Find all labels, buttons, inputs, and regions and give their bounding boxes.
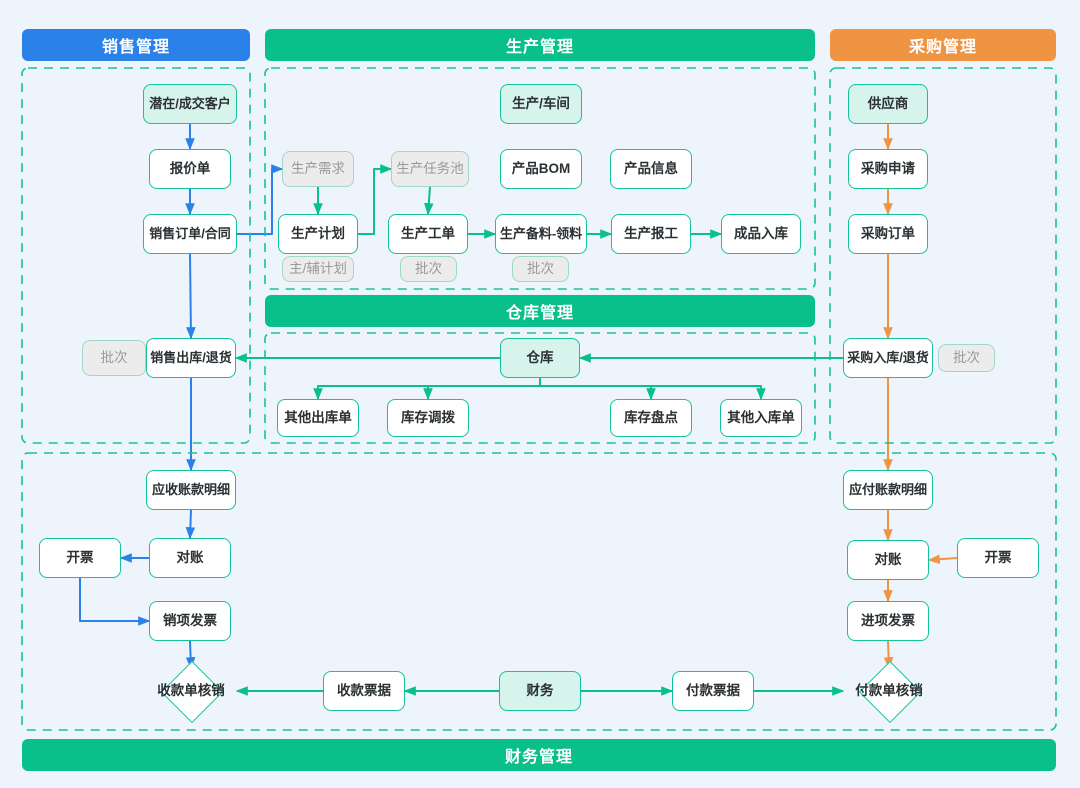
node-warehouse[interactable]: 仓库	[500, 338, 580, 378]
node-material-pick[interactable]: 生产备料-领料	[495, 214, 587, 254]
node-product-bom[interactable]: 产品BOM	[500, 149, 582, 189]
node-output-invoice[interactable]: 销项发票	[149, 601, 231, 641]
edge-plan-to-taskpool	[358, 164, 393, 235]
node-payment-writeoff[interactable]: 付款单核销	[843, 660, 935, 724]
node-input-invoice[interactable]: 进项发票	[847, 601, 929, 641]
node-receipt-writeoff[interactable]: 收款单核销	[145, 660, 237, 724]
node-work-order[interactable]: 生产工单	[388, 214, 468, 254]
section-banner-sales: 销售管理	[22, 29, 250, 61]
edge-taskpool-to-workorder	[424, 186, 434, 216]
edge-invoice-issue-to-output-invoice	[79, 578, 151, 626]
node-production-demand[interactable]: 生产需求	[282, 151, 354, 187]
edge-order-to-production-demand	[237, 164, 284, 235]
node-payable-detail[interactable]: 应付账款明细	[843, 470, 933, 510]
node-workshop[interactable]: 生产/车间	[500, 84, 582, 124]
node-work-order-batch[interactable]: 批次	[400, 256, 457, 282]
node-stock-count[interactable]: 库存盘点	[610, 399, 692, 437]
group-sales-group	[21, 67, 251, 444]
section-banner-purchase: 采购管理	[830, 29, 1056, 61]
edge-receivable-to-reconcile	[185, 509, 196, 540]
node-production-report[interactable]: 生产报工	[611, 214, 691, 254]
group-finance-group	[21, 452, 1057, 731]
node-purchase-in-return[interactable]: 采购入库/退货	[843, 338, 933, 378]
node-purchase-request[interactable]: 采购申请	[848, 149, 928, 189]
node-production-plan[interactable]: 生产计划	[278, 214, 358, 254]
node-label-receipt-writeoff: 收款单核销	[157, 682, 225, 698]
section-banner-finance: 财务管理	[22, 739, 1056, 771]
group-warehouse-group	[264, 332, 816, 444]
node-purchase-reconcile[interactable]: 对账	[847, 540, 929, 580]
node-task-pool[interactable]: 生产任务池	[391, 151, 469, 187]
group-purchase-group	[829, 67, 1057, 444]
node-sales-invoice-issue[interactable]: 开票	[39, 538, 121, 578]
node-finished-in[interactable]: 成品入库	[721, 214, 801, 254]
node-payment-voucher[interactable]: 付款票据	[672, 671, 754, 711]
node-purchase-invoice-issue[interactable]: 开票	[957, 538, 1039, 578]
node-quotation[interactable]: 报价单	[149, 149, 231, 189]
node-sales-batch[interactable]: 批次	[82, 340, 146, 376]
node-receivable-detail[interactable]: 应收账款明细	[146, 470, 236, 510]
node-other-out[interactable]: 其他出库单	[277, 399, 359, 437]
node-stock-transfer[interactable]: 库存调拨	[387, 399, 469, 437]
node-sales-order[interactable]: 销售订单/合同	[143, 214, 237, 254]
node-lead-customer[interactable]: 潜在/成交客户	[143, 84, 237, 124]
edge-warehouse-to-otherin	[539, 378, 766, 401]
node-sales-out-return[interactable]: 销售出库/退货	[146, 338, 236, 378]
node-label-payment-writeoff: 付款单核销	[855, 682, 923, 698]
node-product-info[interactable]: 产品信息	[610, 149, 692, 189]
section-banner-production: 生产管理	[265, 29, 815, 61]
edge-order-to-salesout	[186, 253, 196, 340]
node-main-sub-plan[interactable]: 主/辅计划	[282, 256, 354, 282]
node-purchase-order[interactable]: 采购订单	[848, 214, 928, 254]
node-material-batch[interactable]: 批次	[512, 256, 569, 282]
edge-pinvoice-issue-to-reconcile	[927, 554, 958, 565]
node-receipt-voucher[interactable]: 收款票据	[323, 671, 405, 711]
node-supplier[interactable]: 供应商	[848, 84, 928, 124]
node-finance[interactable]: 财务	[499, 671, 581, 711]
node-purchase-batch[interactable]: 批次	[938, 344, 995, 372]
node-sales-reconcile[interactable]: 对账	[149, 538, 231, 578]
node-other-in[interactable]: 其他入库单	[720, 399, 802, 437]
section-banner-warehouse: 仓库管理	[265, 295, 815, 327]
